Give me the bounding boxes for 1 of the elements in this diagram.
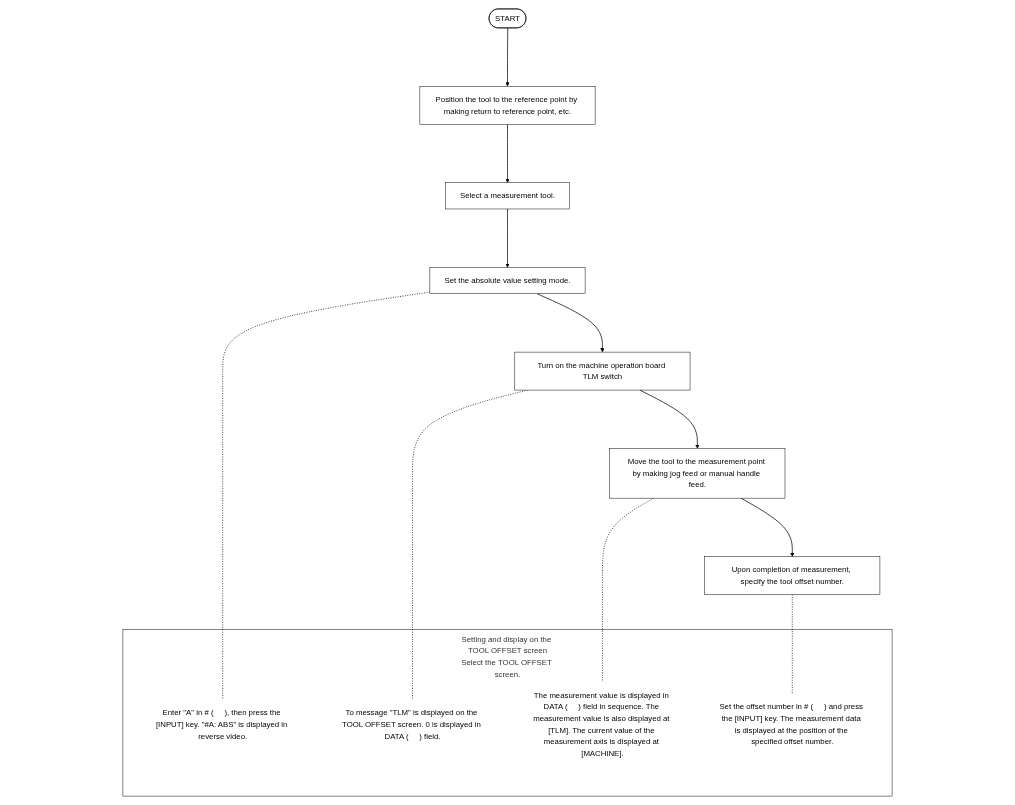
connector bbox=[222, 291, 431, 701]
